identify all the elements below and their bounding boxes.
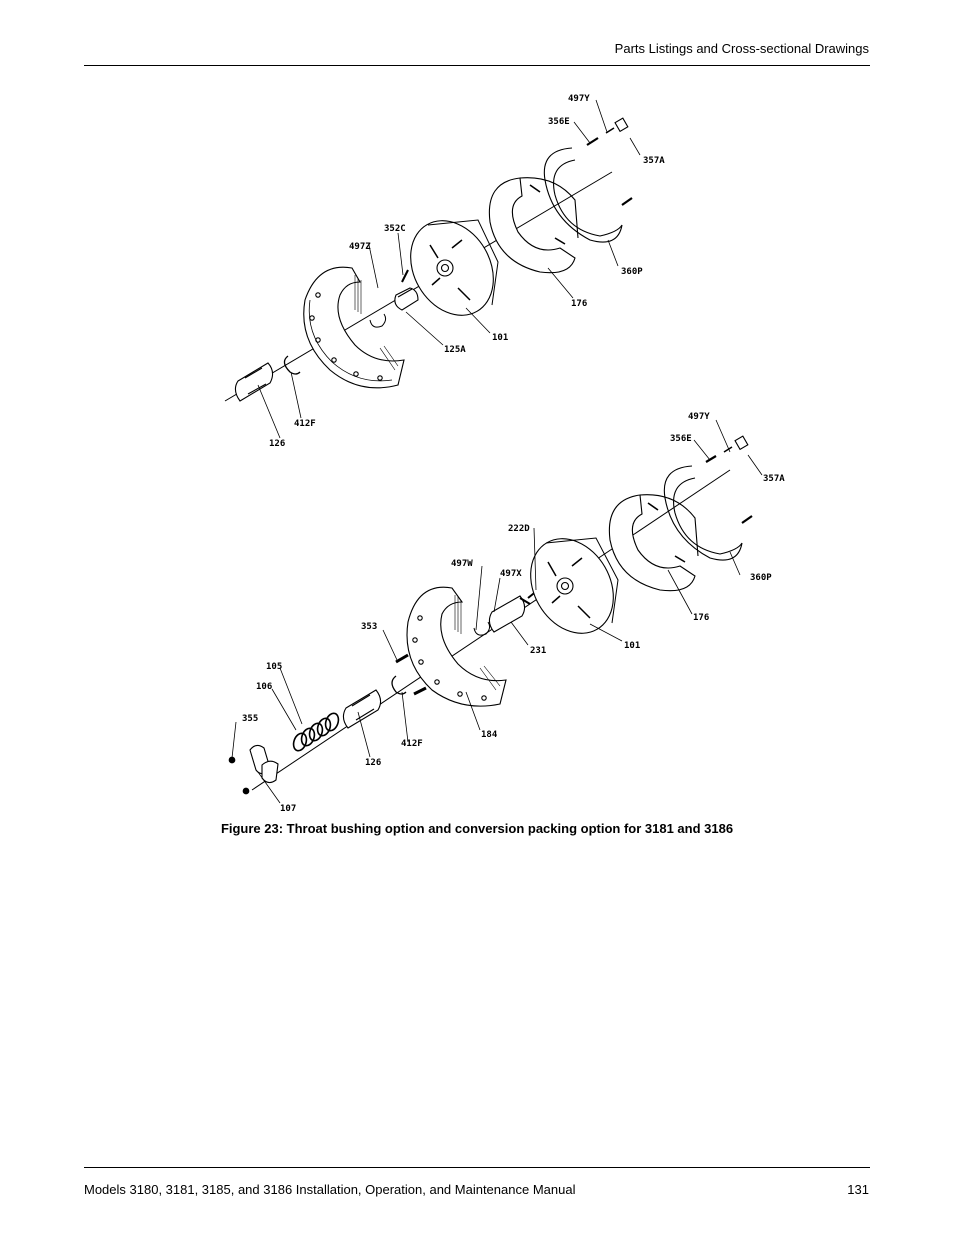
callout-353-bottom: 353 (361, 622, 377, 632)
bottom-exploded-view (228, 419, 763, 804)
part-355-nut (228, 756, 236, 764)
callout-412f-top: 412F (294, 419, 316, 429)
figure-caption: Figure 23: Throat bushing option and con… (220, 821, 734, 836)
part-107-bottom (249, 744, 279, 784)
part-101-bottom (530, 537, 619, 634)
footer-rule (84, 1167, 870, 1168)
part-360p-bottom (663, 465, 743, 561)
header-rule (84, 65, 870, 66)
callout-101-bottom: 101 (624, 641, 640, 651)
callout-497y-top: 497Y (568, 94, 590, 104)
part-126-top (234, 362, 274, 402)
callout-497y-bottom: 497Y (688, 412, 710, 422)
callout-497x-bottom: 497X (500, 569, 522, 579)
callout-412f-bottom: 412F (401, 739, 423, 749)
footer-manual-title: Models 3180, 3181, 3185, and 3186 Instal… (84, 1182, 576, 1197)
part-353-stud (395, 653, 409, 664)
header-section-title: Parts Listings and Cross-sectional Drawi… (614, 41, 869, 56)
callout-125a-top: 125A (444, 345, 466, 355)
callout-176-top: 176 (571, 299, 587, 309)
callout-497w-bottom: 497W (451, 559, 473, 569)
part-176-top (488, 177, 579, 274)
callout-360p-top: 360P (621, 267, 643, 277)
callout-231-bottom: 231 (530, 646, 546, 656)
callout-107-bottom: 107 (280, 804, 296, 814)
callout-106-bottom: 106 (256, 682, 272, 692)
part-184-bottom (406, 586, 507, 707)
callout-126-bottom: 126 (365, 758, 381, 768)
part-176-bottom (608, 494, 699, 592)
callout-357a-top: 357A (643, 156, 665, 166)
callout-355-bottom: 355 (242, 714, 258, 724)
part-497z-top (369, 313, 387, 328)
callout-497z-top: 497Z (349, 242, 371, 252)
part-360p-top (543, 147, 623, 243)
callout-222d-bottom: 222D (508, 524, 530, 534)
callout-176-bottom: 176 (693, 613, 709, 623)
callout-360p-bottom: 360P (750, 573, 772, 583)
part-126-bottom (342, 689, 382, 729)
packing-rings (292, 712, 340, 752)
gland-flange-top (303, 266, 405, 389)
page-number: 131 (847, 1182, 869, 1197)
part-412f-top (283, 355, 301, 375)
callout-126-top: 126 (269, 439, 285, 449)
callout-352c-top: 352C (384, 224, 406, 234)
part-101-top (410, 219, 499, 316)
callout-356e-top: 356E (548, 117, 570, 127)
top-exploded-view (224, 99, 641, 439)
part-231-bottom (488, 595, 531, 633)
callout-105-bottom: 105 (266, 662, 282, 672)
callout-101-top: 101 (492, 333, 508, 343)
callout-184-bottom: 184 (481, 730, 498, 740)
callout-356e-bottom: 356E (670, 434, 692, 444)
part-125a-top (394, 287, 419, 311)
part-352c-top (401, 269, 409, 283)
callout-357a-bottom: 357A (763, 474, 785, 484)
part-412f-bottom (391, 675, 407, 695)
